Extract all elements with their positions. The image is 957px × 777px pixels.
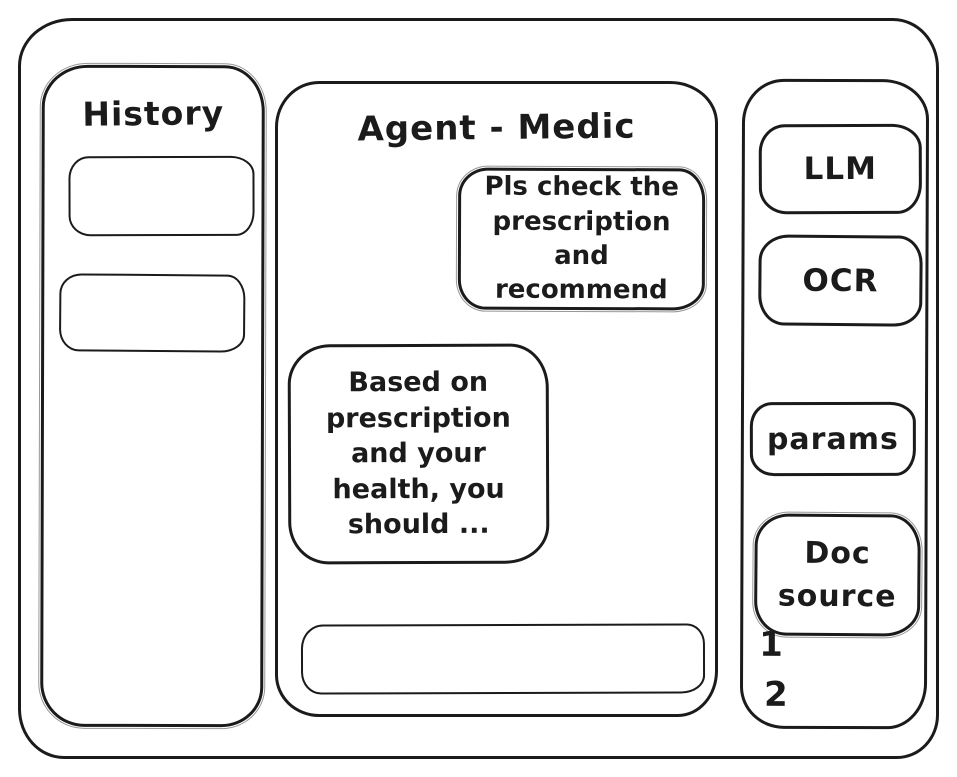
params-button[interactable]: params [749, 401, 916, 477]
doc-source-button[interactable]: Doc source [751, 510, 924, 640]
doc-source-list: 1 2 [759, 624, 788, 728]
history-panel-title: History [82, 93, 225, 134]
chat-panel: Agent - Medic Pls check the prescription… [275, 81, 718, 717]
history-item[interactable] [68, 155, 255, 237]
message-input[interactable] [300, 623, 706, 695]
tools-panel: LLM OCR params Doc source 1 2 [739, 78, 930, 730]
app-window: History Agent - Medic Pls check the pres… [18, 18, 939, 759]
chat-panel-title: Agent - Medic [357, 106, 636, 150]
llm-button[interactable]: LLM [758, 123, 922, 215]
ocr-button[interactable]: OCR [758, 234, 923, 327]
doc-source-item[interactable]: 1 [759, 624, 783, 665]
history-panel: History [37, 62, 268, 730]
user-message-bubble: Pls check the prescription and recommend [455, 164, 708, 314]
history-item[interactable] [58, 273, 246, 353]
assistant-message-bubble: Based on prescription and your health, y… [287, 343, 550, 565]
doc-source-item[interactable]: 2 [763, 674, 788, 715]
